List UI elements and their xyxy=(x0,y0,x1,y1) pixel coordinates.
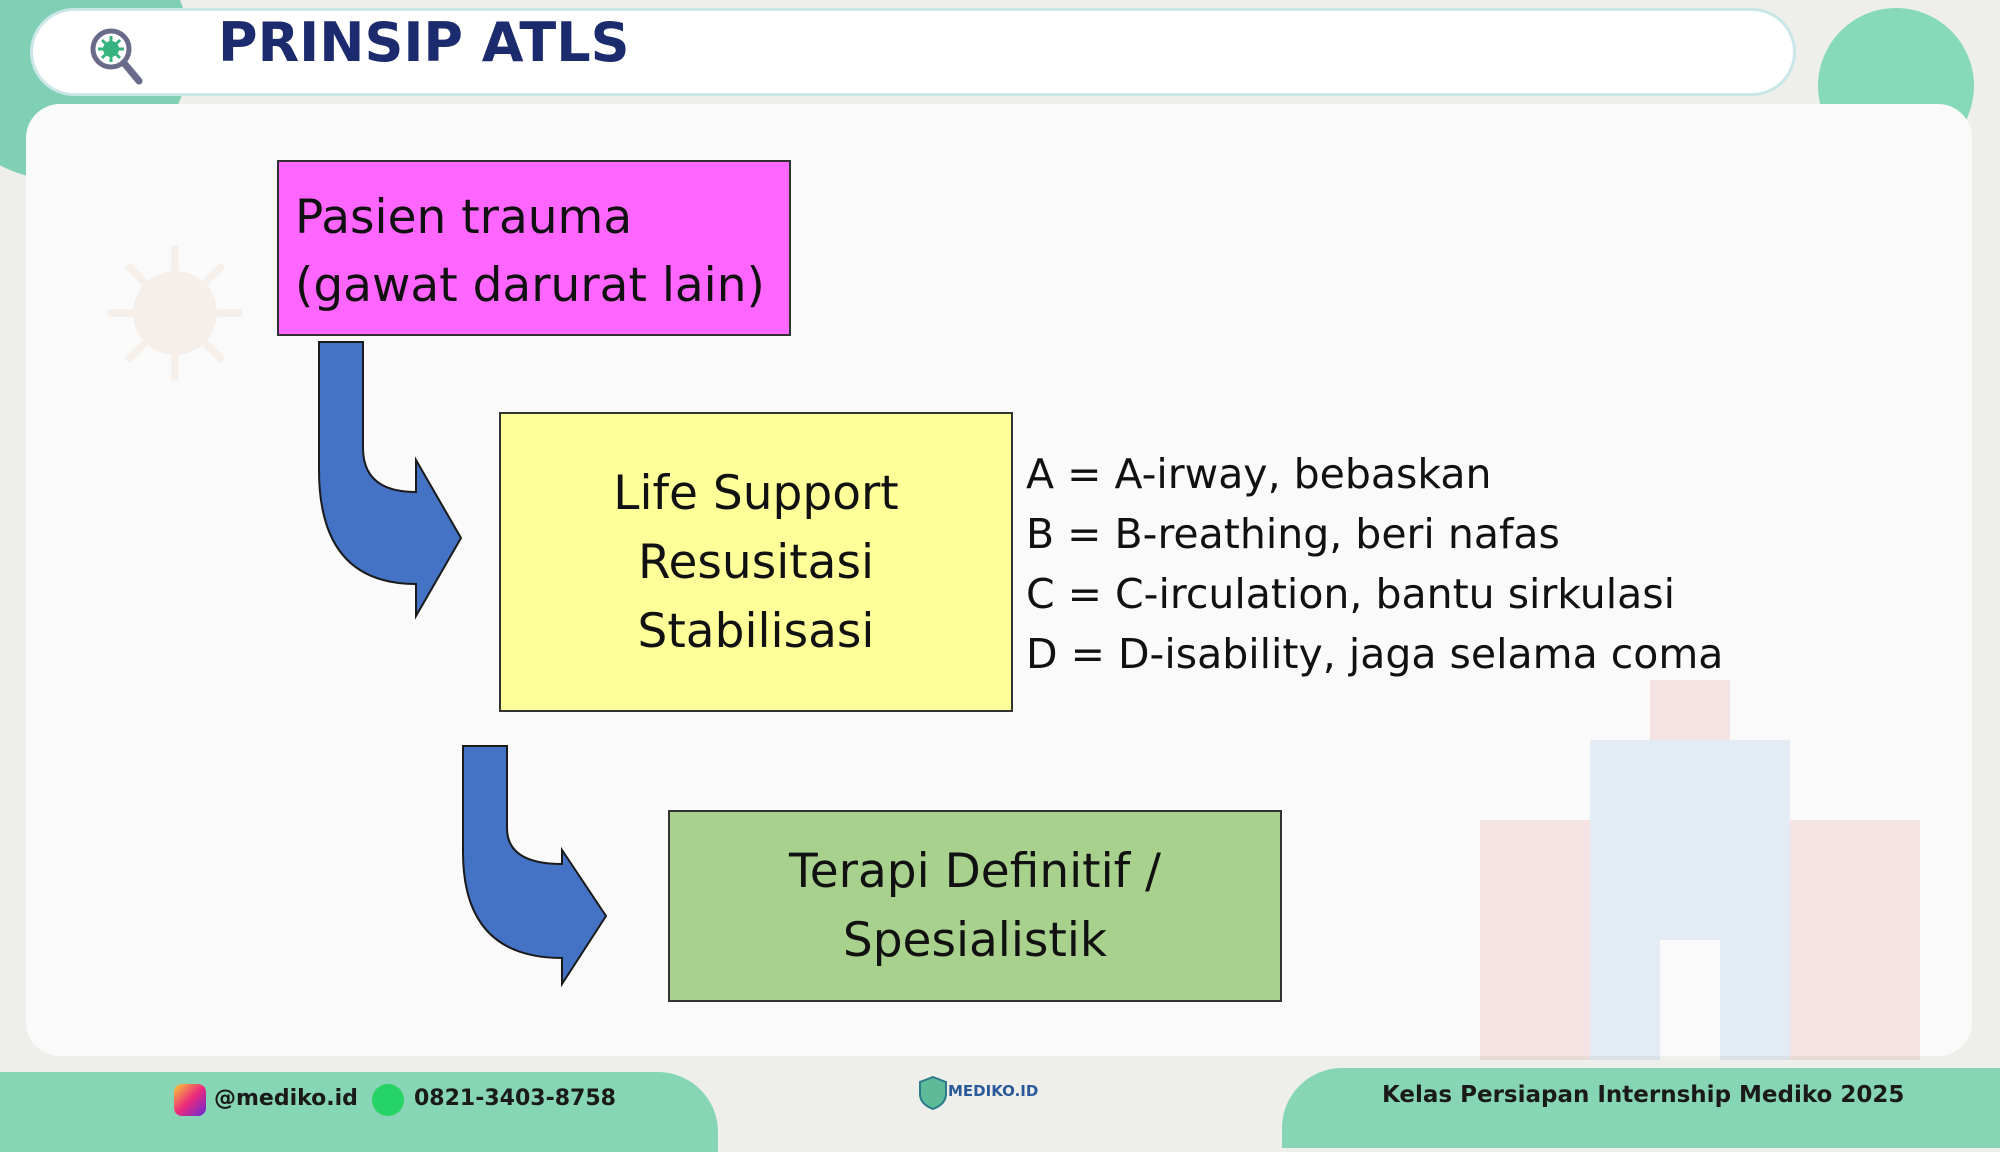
flow-arrow-icon xyxy=(318,341,463,620)
flow-box-trauma: Pasien trauma (gawat darurat lain) xyxy=(277,160,791,336)
flow-box-text: Life Support xyxy=(613,465,899,521)
whatsapp-icon xyxy=(372,1084,404,1116)
footer-right xyxy=(1282,1068,2000,1148)
abcd-list: A = A-irway, bebaskan B = B-reathing, be… xyxy=(1026,444,1723,684)
flow-box-terapi: Terapi Definitif / Spesialistik xyxy=(668,810,1282,1002)
hospital-watermark-icon xyxy=(1480,680,1920,1060)
virus-watermark-icon xyxy=(107,245,243,381)
abcd-item: A = A-irway, bebaskan xyxy=(1026,450,1492,498)
abcd-item: C = C-irculation, bantu sirkulasi xyxy=(1026,570,1676,618)
brand-name: MEDIKO.ID xyxy=(948,1082,1039,1100)
flow-box-life-support: Life Support Resusitasi Stabilisasi xyxy=(499,412,1013,712)
flow-box-text: Terapi Definitif / xyxy=(789,844,1161,899)
brand-shield-icon xyxy=(919,1076,947,1110)
flow-box-text: (gawat darurat lain) xyxy=(295,258,765,313)
whatsapp-number[interactable]: 0821-3403-8758 xyxy=(414,1086,616,1111)
flow-box-text: Spesialistik xyxy=(842,913,1108,968)
magnifier-virus-icon xyxy=(90,28,143,85)
flow-box-text: Pasien trauma xyxy=(295,190,633,245)
mediko-logo: MEDIKO.ID xyxy=(918,1072,1038,1116)
instagram-icon xyxy=(174,1084,206,1116)
footer-left xyxy=(0,1072,718,1152)
page-title: PRINSIP ATLS xyxy=(218,11,630,74)
instagram-handle[interactable]: @mediko.id xyxy=(214,1086,358,1111)
course-title: Kelas Persiapan Internship Mediko 2025 xyxy=(1382,1082,1905,1108)
flow-box-text: Resusitasi xyxy=(637,534,875,590)
abcd-item: D = D-isability, jaga selama coma xyxy=(1026,630,1724,678)
flow-arrow-icon xyxy=(462,745,608,988)
abcd-item: B = B-reathing, beri nafas xyxy=(1026,510,1560,558)
title-bar xyxy=(30,8,1796,96)
flow-box-text: Stabilisasi xyxy=(637,603,875,659)
